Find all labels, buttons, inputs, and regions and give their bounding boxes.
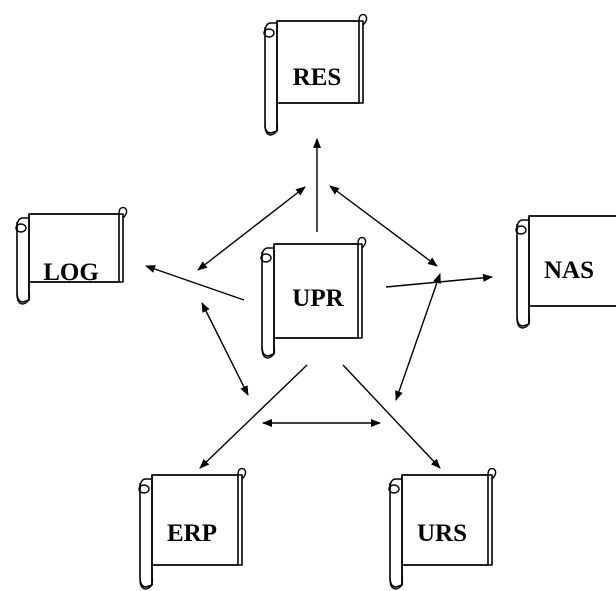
edges bbox=[145, 138, 493, 469]
node-erp: ERP bbox=[138, 467, 247, 590]
node-log-label: LOG bbox=[43, 259, 99, 286]
node-res-label: RES bbox=[293, 64, 342, 91]
edge-res-nas bbox=[329, 185, 438, 267]
node-erp-label: ERP bbox=[167, 520, 217, 547]
edge-log-res bbox=[197, 186, 306, 271]
node-nas: NAS bbox=[515, 215, 616, 329]
edge-upr-urs bbox=[342, 364, 441, 469]
node-urs: URS bbox=[388, 467, 497, 590]
edge-nas-urs bbox=[395, 273, 441, 401]
node-nas-label: NAS bbox=[544, 257, 594, 284]
node-upr: UPR bbox=[260, 236, 367, 359]
edge-upr-log bbox=[145, 265, 245, 301]
edge-erp-log bbox=[201, 302, 249, 396]
node-res: RES bbox=[263, 13, 368, 136]
node-upr-label: UPR bbox=[292, 285, 344, 312]
edge-upr-erp bbox=[199, 364, 308, 469]
node-log: LOG bbox=[15, 206, 128, 305]
node-urs-label: URS bbox=[417, 520, 467, 547]
